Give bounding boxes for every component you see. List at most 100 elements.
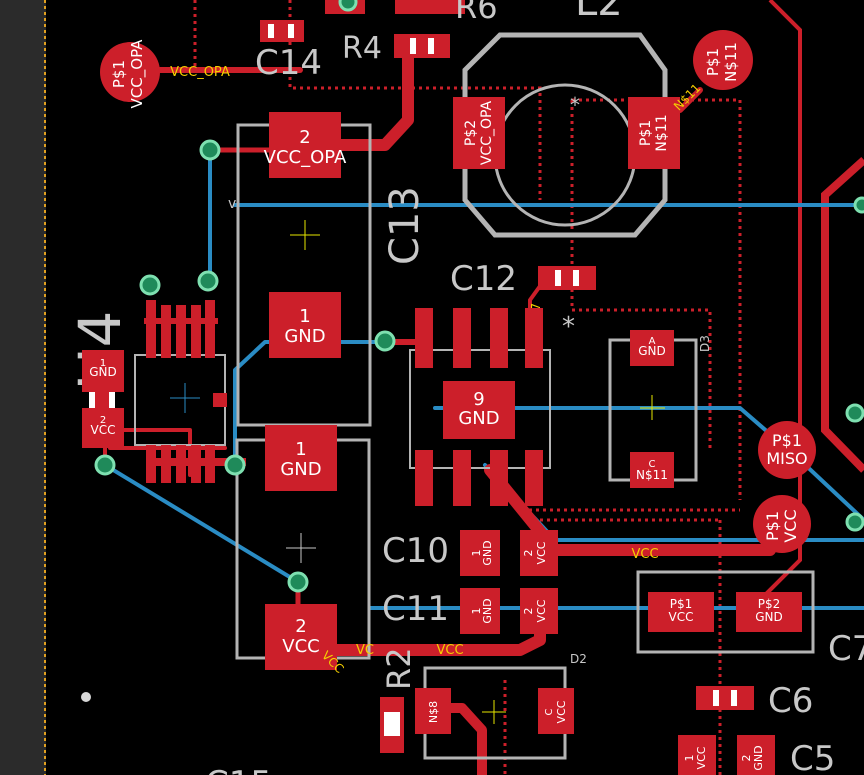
connector-pad-1-net: VCC	[669, 610, 694, 624]
testpoint-vcc-opa[interactable]	[100, 42, 160, 102]
power-connector-outline	[636, 570, 815, 654]
c10-pad-2-net: VCC	[535, 541, 548, 564]
d2-pad-n8[interactable]	[415, 688, 451, 734]
testpoint-miso-net: MISO	[766, 449, 807, 468]
testpoint-n11[interactable]	[693, 30, 753, 90]
testpoint-vcc-opa-net: VCC_OPA	[128, 39, 147, 109]
c13-pad-2-net: VCC_OPA	[264, 147, 347, 168]
l2-pad-1[interactable]	[628, 97, 680, 169]
net-label-vcc-opa: VCC_OPA	[170, 65, 230, 80]
r2-body	[384, 712, 400, 736]
l2-pad-2-net: VCC_OPA	[479, 100, 495, 165]
connector-pad-2-net: GND	[755, 610, 783, 624]
u4-pins-bottom[interactable]	[146, 445, 246, 483]
c14-body-inner	[274, 24, 288, 38]
c13-pad-2[interactable]	[269, 112, 341, 178]
testpoint-n11-net: N$11	[722, 42, 740, 82]
r4-label: R4	[342, 31, 382, 66]
edge-via-3[interactable]	[853, 196, 864, 214]
c5-pad-1[interactable]	[678, 735, 716, 775]
cbulk-pad-2-net: VCC	[282, 636, 319, 657]
c11-pad-1-net: GND	[481, 598, 494, 623]
c11-pad-2-net: VCC	[535, 599, 548, 622]
d2-label: D2	[570, 652, 587, 666]
ic-pad-9-num: 9	[473, 389, 484, 410]
cbulk-pad-1-net: GND	[280, 459, 321, 480]
c13-pad-2-num: 2	[299, 127, 310, 148]
u4-pad-2[interactable]	[82, 408, 124, 448]
u4-pins-top[interactable]	[144, 300, 218, 358]
ic-exposed-pad[interactable]	[443, 381, 515, 439]
left-panel-frame	[0, 0, 46, 775]
c13-pad-1-net: GND	[284, 326, 325, 347]
r6-label: R6	[455, 0, 498, 26]
c12-label: C12	[450, 259, 517, 299]
u4-small-pad[interactable]	[213, 393, 227, 407]
d3-pad-a[interactable]	[630, 330, 674, 366]
testpoint-vcc-net: VCC	[781, 509, 800, 542]
cbulk-pad-1[interactable]	[265, 425, 337, 491]
ic-outline	[409, 349, 551, 469]
c10-label: C10	[382, 531, 449, 571]
c10-pad-2[interactable]	[520, 530, 558, 576]
d2-pad-n8-net: N$8	[427, 701, 440, 723]
c5-pad-2-net: GND	[752, 745, 765, 770]
l2-pad-2[interactable]	[453, 97, 505, 169]
c5-pad-2[interactable]	[737, 735, 775, 775]
c12-body-inner	[561, 270, 573, 286]
c5-pad-2-num: 2	[740, 755, 753, 762]
ic-pin1-asterisk: *	[562, 312, 575, 342]
testpoint-vcc[interactable]	[753, 495, 811, 553]
r6-pad-right[interactable]	[395, 0, 465, 14]
testpoint-n11-pin: P$1	[704, 48, 722, 76]
c10-pad-1[interactable]	[460, 530, 500, 576]
d2-pad-c-net: VCC	[555, 700, 568, 723]
connector-pad-1-pin: P$1	[670, 597, 693, 611]
c7-label: C7	[828, 629, 864, 669]
edge-via-2[interactable]	[845, 512, 864, 532]
c10-pad-1-net: GND	[481, 540, 494, 565]
l2-asterisk: *	[570, 93, 580, 117]
c6-body-inner	[719, 690, 731, 706]
edge-via-1[interactable]	[845, 403, 864, 423]
c11-pad-1[interactable]	[460, 588, 500, 634]
d2-pad-c[interactable]	[538, 688, 574, 734]
d3-pad-c-pin: C	[649, 459, 656, 470]
ic-pins-bottom[interactable]	[415, 450, 543, 506]
testpoint-miso-pin: P$1	[772, 431, 802, 450]
c5-label: C5	[790, 739, 835, 775]
c13-label: C13	[382, 186, 428, 265]
testpoint-miso[interactable]	[758, 421, 816, 479]
cbulk-pad-2[interactable]	[265, 604, 337, 670]
r2-label: R2	[380, 647, 418, 690]
connector-pad-1[interactable]	[648, 592, 714, 632]
d2-pad-c-pin: C	[544, 708, 555, 715]
vias[interactable]	[94, 139, 396, 593]
l2-pad-1-pin: P$1	[638, 120, 654, 146]
l2-label: L2	[575, 0, 623, 25]
d3-pad-c[interactable]	[630, 452, 674, 488]
u4-cap-body-inner	[95, 392, 109, 408]
net-label-vc-bottom: VC	[356, 643, 374, 658]
d3-label: D3	[698, 335, 712, 352]
d3-pad-c-net: N$11	[636, 468, 668, 482]
r6-via[interactable]	[338, 0, 358, 12]
u4-pad-2-net: VCC	[91, 423, 116, 437]
c11-pad-1-num: 1	[470, 608, 483, 615]
cbulk-pad-1-num: 1	[295, 439, 306, 460]
u4-pad-1-net: GND	[89, 365, 117, 379]
testpoint-vcc-pin: P$1	[763, 511, 782, 541]
l2-pad-2-pin: P$2	[463, 120, 479, 146]
u4-pad-2-num: 2	[100, 415, 106, 426]
connector-pad-2[interactable]	[736, 592, 802, 632]
c13-pad-1[interactable]	[269, 292, 341, 358]
c11-pad-2[interactable]	[520, 588, 558, 634]
ic-pins-top[interactable]	[415, 308, 543, 368]
c11-label: C11	[382, 589, 449, 629]
u4-pad-1[interactable]	[82, 350, 124, 392]
testpoint-vcc-opa-pin: P$1	[110, 60, 128, 88]
net-label-vcc-bottom: VCC	[436, 643, 463, 658]
connector-pad-2-pin: P$2	[758, 597, 781, 611]
c13-pad-1-num: 1	[299, 306, 310, 327]
